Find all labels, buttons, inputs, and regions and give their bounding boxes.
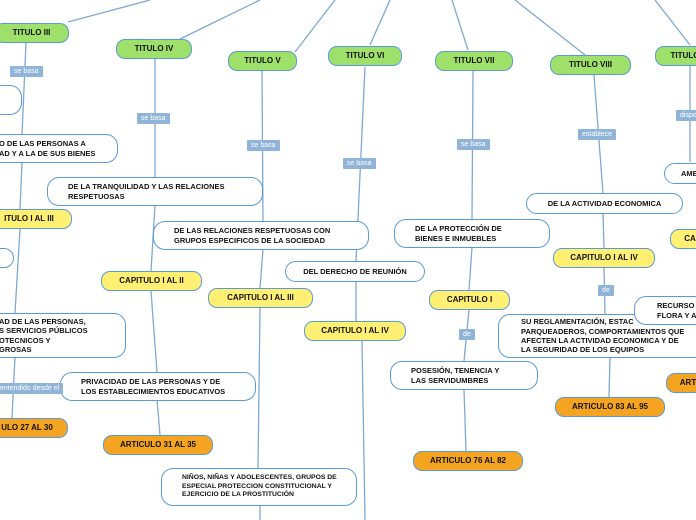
link-label-de: de xyxy=(598,285,614,296)
actividad-economica-node[interactable]: DE LA ACTIVIDAD ECONOMICA xyxy=(526,193,683,214)
link-label-se-basa: se basa xyxy=(343,158,376,169)
titulo-vii-node[interactable]: TITULO VII xyxy=(435,51,513,71)
titulo-vi-node[interactable]: TITULO VI xyxy=(328,46,402,66)
capitulo-i-al-iii-left-node[interactable]: ITULO I AL III xyxy=(0,209,72,229)
link-label-se-basa: se basa xyxy=(10,66,43,77)
titulo-iv-node[interactable]: TITULO IV xyxy=(116,39,192,59)
link-label-establece: establece xyxy=(578,129,616,140)
articulo-31-35-node[interactable]: ARTICULO 31 AL 35 xyxy=(103,435,213,455)
link-label-de: de xyxy=(459,329,475,340)
capitulo-i-al-iv-mid-node[interactable]: CAPITULO I AL IV xyxy=(304,321,406,341)
articulo-76-82-node[interactable]: ARTICULO 76 AL 82 xyxy=(413,451,523,471)
titulo-v-node[interactable]: TITULO V xyxy=(228,51,297,71)
cut-off-box-top[interactable] xyxy=(0,85,22,115)
link-label-se-basa: se basa xyxy=(137,113,170,124)
titulo-iii-node[interactable]: TITULO III xyxy=(0,23,69,43)
capitulo-right-node[interactable]: CA xyxy=(670,229,696,249)
derecho-reunion-node[interactable]: DEL DERECHO DE REUNIÓN xyxy=(285,261,425,282)
articulo-right-node[interactable]: ART xyxy=(666,373,696,393)
capitulo-i-al-iv-node[interactable]: CAPITULO I AL IV xyxy=(553,248,655,268)
capitulo-i-al-iii-node[interactable]: CAPITULO I AL III xyxy=(208,288,313,308)
link-label-dispo: dispo xyxy=(676,110,696,121)
cut-off-box-mid[interactable] xyxy=(0,248,14,268)
articulo-83-95-node[interactable]: ARTICULO 83 AL 95 xyxy=(555,397,665,417)
capitulo-i-node[interactable]: CAPITULO I xyxy=(429,290,510,310)
capitulo-i-al-ii-node[interactable]: CAPITULO I AL II xyxy=(101,271,202,291)
articulo-27-30-node[interactable]: ULO 27 AL 30 xyxy=(0,418,68,438)
ambiente-node[interactable]: AMB xyxy=(664,163,696,184)
titulo-ix-node[interactable]: TITULO xyxy=(655,46,696,66)
link-label-se-basa: se basa xyxy=(247,140,280,151)
link-label-se-basa: se basa xyxy=(457,139,490,150)
titulo-viii-node[interactable]: TITULO VIII xyxy=(550,55,631,75)
link-label-entendido-desde-el: entendido desde el xyxy=(0,383,64,394)
